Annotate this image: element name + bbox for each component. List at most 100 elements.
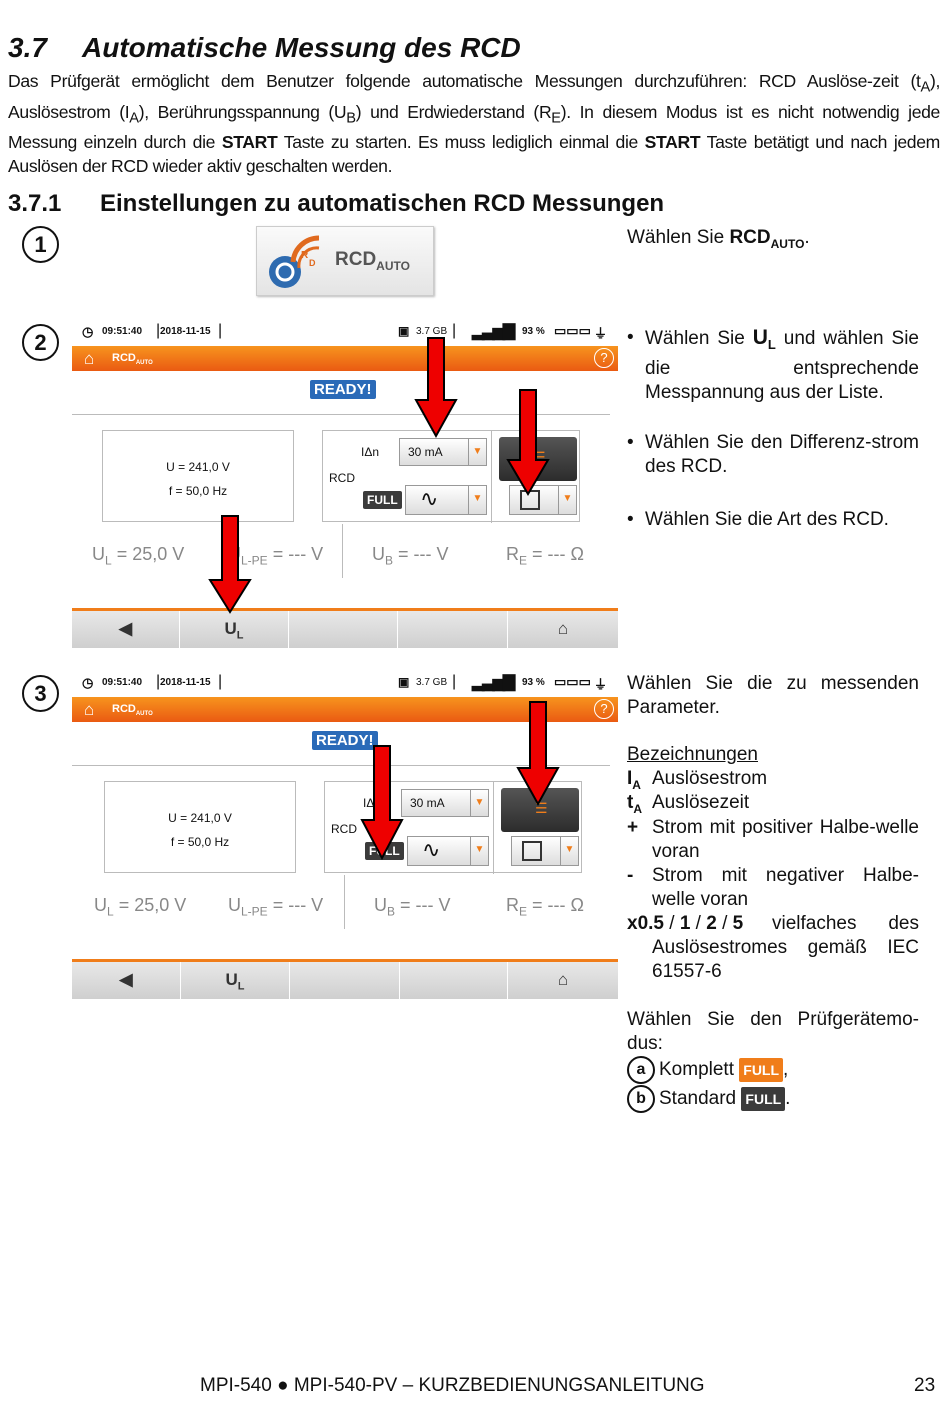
back-button[interactable]: ◀ <box>72 611 180 648</box>
help-icon[interactable]: ? <box>594 348 614 368</box>
idn-value: 30 mA <box>410 796 445 810</box>
title-text: RCD <box>112 352 136 364</box>
home-button[interactable]: ⌂ <box>508 611 618 648</box>
step-2-bullet-3: • Wählen Sie die Art des RCD. <box>627 508 919 532</box>
plug-icon: ⏚ <box>594 326 608 341</box>
ub-value: = --- V <box>393 544 449 564</box>
bullet-text: Wählen Sie UL und wählen Sie die entspre… <box>645 326 919 405</box>
separator <box>72 414 610 415</box>
rcd-auto-icon[interactable]: R D RCDAUTO <box>256 226 434 296</box>
ub-symbol: U <box>374 895 387 915</box>
intro-text: Taste betätigt und nach jedem Auslösen d… <box>8 132 940 177</box>
ul-sub: L <box>767 336 776 352</box>
divider: | <box>218 322 223 339</box>
empty-button[interactable] <box>290 962 400 999</box>
empty-button[interactable] <box>398 611 508 648</box>
dropdown-arrow-icon: ▼ <box>468 439 486 465</box>
time: 09:51:40 <box>102 326 143 337</box>
multiplier-text: vielfaches des Auslösestromes gemäß IEC … <box>652 913 919 982</box>
dropdown-arrow-icon: ▼ <box>468 486 486 514</box>
legend-sym: - <box>627 865 634 886</box>
legend-sym: I <box>627 768 633 789</box>
battery-icon: ▭▭▭ <box>554 674 591 689</box>
dropdown-arrow-icon: ▼ <box>470 790 488 816</box>
legend-text: Auslösezeit <box>652 792 750 813</box>
home-icon[interactable]: ⌂ <box>84 349 95 368</box>
idn-label: IΔn <box>361 445 380 459</box>
step-3-intro: Wählen Sie die zu messenden Parameter. <box>627 673 919 718</box>
mode-a-text: Komplett <box>659 1059 734 1081</box>
ul-button[interactable]: UL <box>180 611 289 648</box>
subsection-heading: 3.7.1 Einstellungen zu automatischen RCD … <box>8 190 664 218</box>
bullet: • <box>627 509 634 530</box>
subsection-title: Einstellungen zu automatischen RCD Messu… <box>100 190 665 217</box>
battery-percent: 93 % <box>522 677 545 688</box>
signal-icon: ▂▃▅▇ <box>472 323 515 340</box>
step-1-text: Wählen Sie RCDAUTO. <box>627 226 810 256</box>
re-value: = --- Ω <box>527 895 584 915</box>
legend-text: Strom mit positiver Halbe-welle voran <box>652 817 919 862</box>
ulpe-symbol: U <box>228 895 241 915</box>
divider: | <box>218 673 223 690</box>
ub-measurement: UB = --- V <box>374 895 451 919</box>
ul-button[interactable]: UL <box>181 962 290 999</box>
divider: | <box>512 322 517 339</box>
re-measurement: RE = --- Ω <box>506 544 584 568</box>
red-arrow-icon <box>208 337 550 614</box>
storage: 3.7 GB <box>416 677 448 688</box>
rcd-icon-sub: AUTO <box>376 258 410 273</box>
re-symbol: R <box>506 544 519 564</box>
mode-a-letter: a <box>627 1056 655 1084</box>
mult-c: 2 <box>706 913 717 934</box>
separator <box>491 431 492 523</box>
frequency-text: f = 50,0 Hz <box>170 835 230 849</box>
re-measurement: RE = --- Ω <box>506 895 584 919</box>
step-1-pre: Wählen Sie <box>627 227 730 248</box>
divider: | <box>452 673 457 690</box>
home-icon[interactable]: ⌂ <box>84 700 95 719</box>
sine-wave-icon: ∿ <box>422 837 441 862</box>
multiplier-row: x0.5 / 1 / 2 / 5 vielfaches des Auslöses… <box>627 912 919 984</box>
separator <box>344 875 345 929</box>
storage: 3.7 GB <box>416 326 448 337</box>
rcd-kind-dropdown[interactable]: ▼ <box>511 836 579 866</box>
idn-dropdown[interactable]: 30 mA ▼ <box>399 438 487 466</box>
voltage-text: U = 241,0 V <box>166 460 230 474</box>
idn-value: 30 mA <box>408 445 443 459</box>
sine-wave-icon: ∿ <box>420 486 439 511</box>
ub-symbol: U <box>372 544 385 564</box>
legend-sub: A <box>632 777 641 792</box>
back-arrow-icon: ◀ <box>119 970 133 989</box>
frequency-text: f = 50,0 Hz <box>168 484 228 498</box>
re-symbol: R <box>506 895 519 915</box>
home-icon: ⌂ <box>557 970 569 989</box>
ul-symbol: U <box>92 544 105 564</box>
title-text: RCD <box>112 703 136 715</box>
mult-sep: / <box>690 913 707 934</box>
status-bar: ◷ 09:51:40 | 2018-11-15 | ▣ 3.7 GB | ▂▃▅… <box>72 318 618 346</box>
legend-text: Strom mit negativer Halbe-welle voran <box>652 865 919 910</box>
back-button[interactable]: ◀ <box>72 962 181 999</box>
dropdown-arrow-icon: ▼ <box>558 486 576 514</box>
step-3-arrows <box>360 701 560 861</box>
dropdown-arrow-icon: ▼ <box>560 837 578 865</box>
full-mode-badge[interactable]: FULL <box>363 491 402 509</box>
intro-sub: E <box>551 110 561 127</box>
rcd-type-dropdown[interactable]: ∿▼ <box>407 836 489 866</box>
ulpe-sub: L-PE <box>241 904 268 919</box>
subsection-number: 3.7.1 <box>8 190 62 217</box>
idn-dropdown[interactable]: 30 mA ▼ <box>401 789 489 817</box>
legend-symbol: IA <box>627 767 641 797</box>
legend-text: Auslösestrom <box>652 768 768 789</box>
empty-button[interactable] <box>400 962 508 999</box>
ub-sub: B <box>385 553 394 568</box>
title-sub: AUTO <box>135 711 153 718</box>
help-icon[interactable]: ? <box>594 699 614 719</box>
intro-text: Das Prüfgerät ermöglicht dem Benutzer fo… <box>8 71 921 91</box>
home-button[interactable]: ⌂ <box>508 962 618 999</box>
empty-button[interactable] <box>289 611 398 648</box>
rcd-icon-label: RCD <box>335 249 377 270</box>
rcd-type-dropdown[interactable]: ∿▼ <box>405 485 487 515</box>
